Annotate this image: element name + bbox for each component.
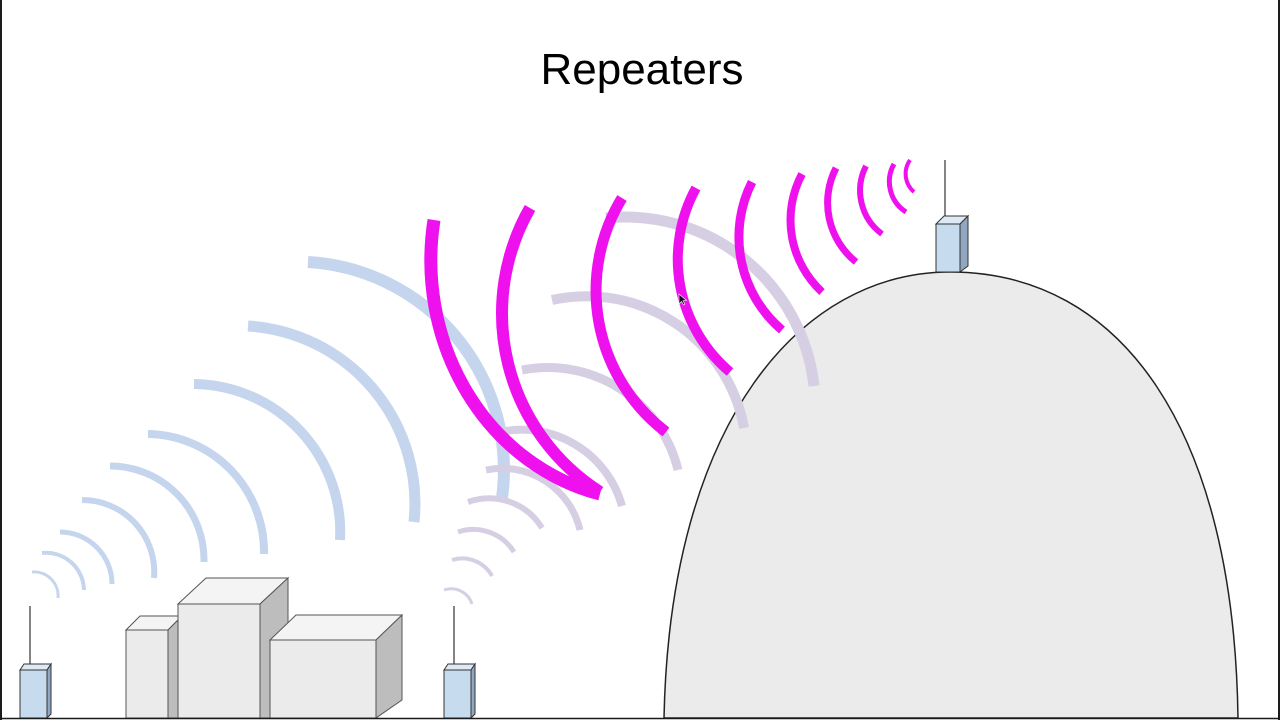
radio-wave-icon [485, 464, 584, 531]
radio-wave-icon [734, 179, 785, 334]
radio-wave-icon [451, 556, 494, 578]
radio-wave-icon [550, 291, 749, 429]
radio-wave-icon [786, 172, 825, 295]
radio-wave-icon [443, 587, 474, 605]
radio-wave-icon [457, 526, 517, 554]
building-icon [124, 614, 184, 719]
slide-title: Repeaters [540, 45, 744, 94]
radio-wave-icon [424, 218, 602, 501]
building-icon [268, 613, 404, 719]
buildings [124, 576, 404, 719]
repeater-waves [424, 158, 916, 501]
radio-wave-icon [147, 430, 269, 555]
uplink-waves [31, 256, 510, 599]
radio-wave-icon [496, 205, 604, 498]
radio-wave-icon [41, 550, 86, 591]
mouse-cursor-icon [678, 293, 688, 306]
handheld-radio-icon [19, 606, 52, 720]
hill-icon [663, 271, 1239, 719]
radio-wave-icon [31, 570, 60, 599]
radio-wave-icon [59, 529, 115, 585]
radio-wave-icon [590, 195, 670, 437]
radio-wave-icon [672, 185, 734, 376]
radio-wave-icon [307, 256, 510, 499]
radio-wave-icon [903, 158, 916, 194]
radio-wave-icon [247, 320, 421, 523]
radio-wave-icon [857, 164, 884, 237]
handheld-radio-icon [443, 606, 476, 720]
radio-wave-icon [499, 425, 626, 508]
radio-wave-icon [81, 496, 158, 579]
radio-wave-icon [466, 495, 545, 530]
repeater-tower-icon [934, 160, 970, 273]
radio-wave-icon [193, 379, 346, 541]
radio-wave-icon [824, 166, 859, 265]
radio-wave-icon [109, 462, 208, 563]
radio-wave-icon [886, 162, 908, 215]
